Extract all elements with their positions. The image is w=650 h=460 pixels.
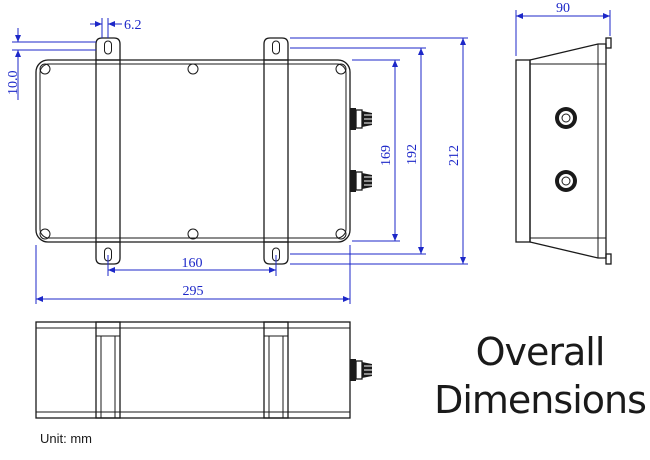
mounting-slot-icon xyxy=(104,40,112,55)
mounting-bracket-left xyxy=(95,37,121,265)
enclosure-lid-edge xyxy=(39,63,347,239)
screw-hole-bottom-middle xyxy=(187,228,199,240)
screw-hole-bottom-left xyxy=(39,228,51,240)
dimension-label-overall-length: 295 xyxy=(183,284,204,299)
screw-hole-top-right xyxy=(335,63,347,75)
dimension-height-mid: 192 xyxy=(290,47,426,255)
title-line-1: Overall xyxy=(475,330,606,374)
dimension-label-mount-spacing: 160 xyxy=(182,256,203,271)
dimension-overall-length: 295 xyxy=(35,245,351,304)
bottom-view xyxy=(35,321,372,419)
side-view-body xyxy=(529,43,607,259)
bottom-bracket-right xyxy=(263,321,289,419)
dimension-tab-offset: 10.0 xyxy=(6,28,96,100)
dimension-label-tab-width: 6.2 xyxy=(124,18,142,33)
dimension-label-height-mid: 192 xyxy=(405,144,420,165)
title-line-2: Dimensions xyxy=(434,378,647,422)
screw-hole-bottom-right xyxy=(335,228,347,240)
cable-gland-bottom-view xyxy=(350,359,372,381)
dimension-label-depth: 90 xyxy=(556,1,570,16)
dimension-label-height-inner: 169 xyxy=(379,145,394,166)
mounting-bracket-right xyxy=(263,37,289,265)
unit-label: Unit: mm xyxy=(40,431,92,446)
dimension-label-height-overall: 212 xyxy=(447,145,462,166)
cable-gland-upper xyxy=(350,108,372,130)
dimension-height-inner: 169 xyxy=(352,59,400,242)
bottom-view-body xyxy=(35,321,351,419)
cable-gland-lower xyxy=(350,170,372,192)
mounting-slot-icon xyxy=(272,40,280,55)
front-view-dimensions: 6.2 10.0 160 295 xyxy=(6,18,468,304)
side-view xyxy=(515,37,612,265)
cable-gland-end-upper xyxy=(555,107,577,129)
dimension-mount-spacing: 160 xyxy=(107,255,277,276)
enclosure-body xyxy=(35,59,351,243)
dimension-height-overall: 212 xyxy=(290,37,468,265)
dimension-tab-width: 6.2 xyxy=(90,18,142,38)
dimension-depth: 90 xyxy=(515,1,611,56)
side-view-base xyxy=(515,59,531,243)
bottom-bracket-left xyxy=(95,321,121,419)
cable-gland-end-lower xyxy=(555,170,577,192)
front-view xyxy=(35,37,372,265)
screw-hole-top-left xyxy=(39,63,51,75)
screw-hole-top-middle xyxy=(187,63,199,75)
dimension-label-tab-offset: 10.0 xyxy=(6,71,21,96)
